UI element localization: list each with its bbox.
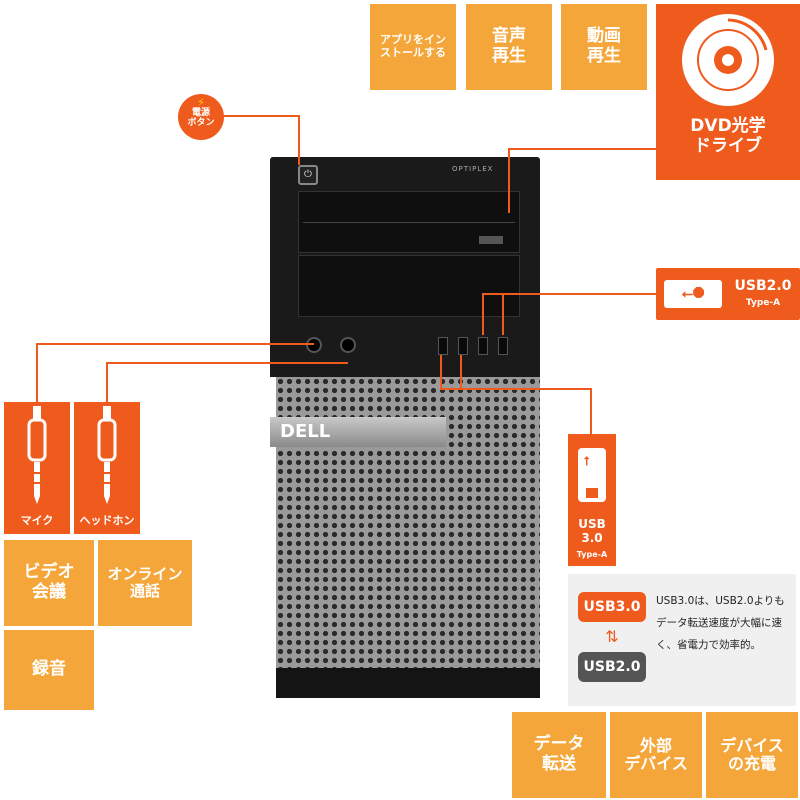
tile-recording: 録音 bbox=[4, 630, 94, 710]
pc-base bbox=[276, 668, 540, 698]
usb2-port-1[interactable] bbox=[478, 337, 488, 355]
disc-icon bbox=[682, 14, 774, 106]
model-name: OPTIPLEX bbox=[452, 165, 494, 173]
mic-jack[interactable] bbox=[306, 337, 322, 353]
power-label: 電源 ボタン bbox=[187, 108, 215, 129]
tile-video-conference: ビデオ 会議 bbox=[4, 540, 94, 626]
dell-logo-plate: DELL bbox=[270, 417, 446, 447]
mic-box: マイク bbox=[4, 402, 70, 534]
usb3-port-2[interactable] bbox=[458, 337, 468, 355]
tile-online-call: オンライン 通話 bbox=[98, 540, 192, 626]
tile-install-apps: アプリをイン ストールする bbox=[370, 4, 456, 90]
mic-label: マイク bbox=[20, 514, 54, 527]
usb3-port-1[interactable] bbox=[438, 337, 448, 355]
pc-front-panel: ⏻ OPTIPLEX bbox=[270, 157, 540, 377]
headphone-box: ヘッドホン bbox=[74, 402, 140, 534]
pc-mesh-grille: DELL bbox=[270, 377, 540, 670]
tile-audio-playback: 音声 再生 bbox=[466, 4, 552, 90]
usb2-subtitle: Type-A bbox=[745, 298, 781, 308]
usb2-title: USB2.0 bbox=[734, 278, 792, 294]
dvd-drive-bay[interactable] bbox=[298, 191, 520, 253]
usb-plug-icon: ⭡ bbox=[578, 448, 606, 502]
transfer-arrows-icon: ⇅ bbox=[605, 627, 619, 646]
audio-plug-icon bbox=[27, 406, 47, 504]
tile-data-transfer: データ 転送 bbox=[512, 712, 606, 798]
empty-drive-bay bbox=[298, 255, 520, 317]
usb-info-text: USB3.0は、USB2.0よりもデータ転送速度が大幅に速く、省電力で効率的。 bbox=[656, 595, 785, 651]
power-button[interactable]: ⏻ bbox=[298, 165, 318, 185]
usb3-box: ⭡ USB 3.0 Type-A bbox=[568, 434, 616, 566]
tile-device-charging: デバイス の充電 bbox=[706, 712, 798, 798]
usb2-box: ⭠⯃ USB2.0 Type-A bbox=[656, 268, 800, 320]
usb3-badge: USB3.0 bbox=[578, 592, 646, 622]
tile-video-playback: 動画 再生 bbox=[561, 4, 647, 90]
headphone-jack[interactable] bbox=[340, 337, 356, 353]
usb2-port-2[interactable] bbox=[498, 337, 508, 355]
usb3-subtitle: Type-A bbox=[576, 550, 608, 559]
usb2-badge: USB2.0 bbox=[578, 652, 646, 682]
power-badge: ⚡ 電源 ボタン bbox=[178, 94, 224, 140]
usb3-title: USB 3.0 bbox=[578, 517, 606, 545]
power-icon: ⚡ bbox=[197, 96, 205, 109]
dvd-drive-box: DVD光学 ドライブ bbox=[656, 4, 800, 180]
audio-plug-icon bbox=[97, 406, 117, 504]
tile-external-devices: 外部 デバイス bbox=[610, 712, 702, 798]
usb-icon: ⭠⯃ bbox=[664, 280, 722, 308]
eject-button[interactable] bbox=[479, 236, 503, 244]
dvd-drive-label: DVD光学 ドライブ bbox=[690, 116, 766, 157]
usb-info-panel: USB3.0 ⇅ USB2.0 USB3.0は、USB2.0よりもデータ転送速度… bbox=[568, 574, 796, 706]
headphone-label: ヘッドホン bbox=[79, 514, 135, 527]
